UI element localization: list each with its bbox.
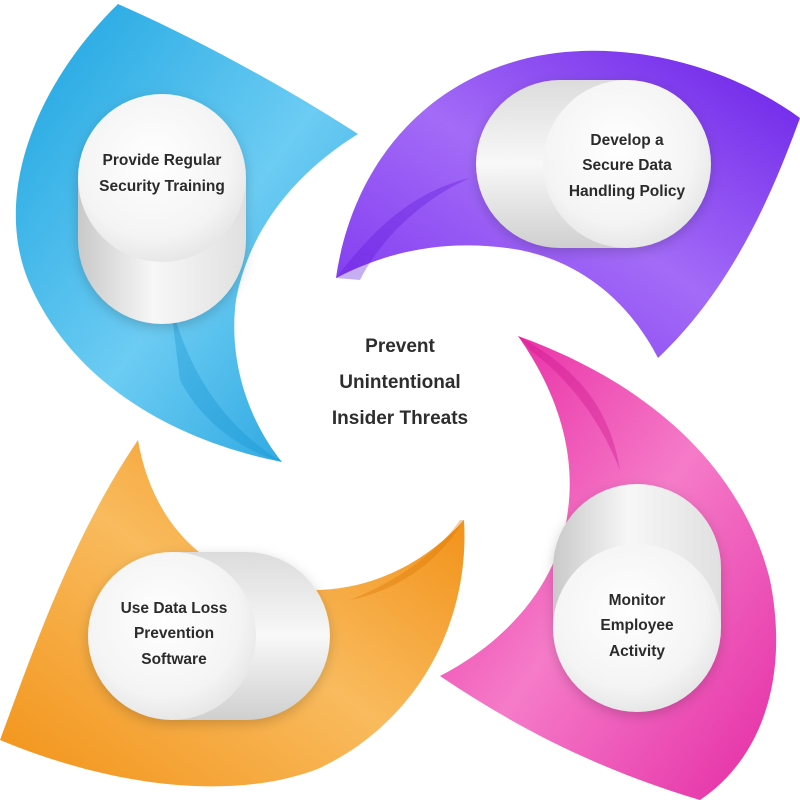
node-cylinder-purple bbox=[476, 80, 711, 248]
node-label-dlp-software: Use Data Loss Prevention Software bbox=[120, 599, 228, 668]
node-label-data-handling-policy: Develop a Secure Data Handling Policy bbox=[568, 131, 686, 200]
center-title: Prevent Unintentional Insider Threats bbox=[331, 335, 469, 430]
node-cylinder-pink bbox=[553, 484, 721, 712]
node-cylinder-orange bbox=[88, 552, 330, 720]
node-cylinder-blue bbox=[78, 94, 246, 324]
node-label-security-training: Provide Regular Security Training bbox=[99, 152, 225, 195]
node-label-monitor-activity: Monitor Employee Activity bbox=[600, 591, 674, 660]
